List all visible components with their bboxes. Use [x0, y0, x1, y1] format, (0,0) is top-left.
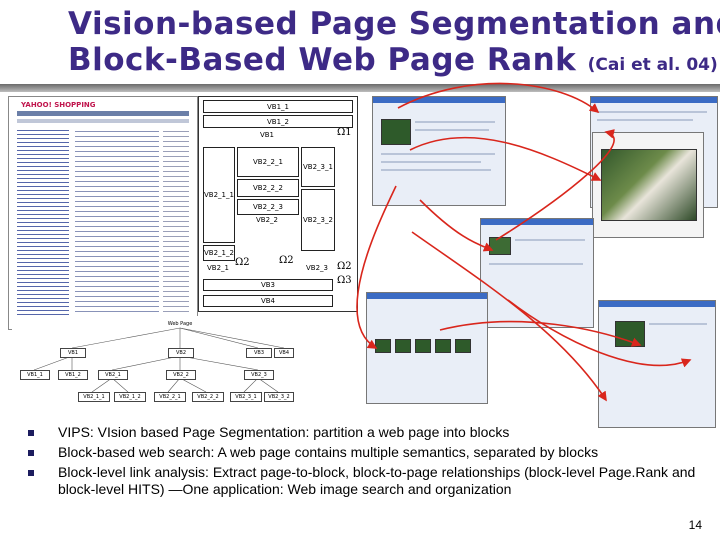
slide-title-line1: Vision-based Page Segmentation and: [68, 6, 720, 42]
thumb-image: [415, 339, 431, 353]
bullet-square-icon: [28, 470, 34, 476]
yahoo-center-column: [75, 127, 159, 325]
yahoo-logo: YAHOO! SHOPPING: [21, 101, 96, 109]
bullet-list: VIPS: VIsion based Page Segmentation: pa…: [28, 424, 708, 501]
tree-node-l1: VB1: [60, 348, 86, 358]
tree-node-l1: VB3: [246, 348, 272, 358]
bird-photo: [601, 149, 697, 221]
tree-node-l3: VB2_3_2: [264, 392, 294, 402]
bird-image: [381, 119, 411, 145]
browser-screenshot-5: [366, 292, 488, 404]
bullet-square-icon: [28, 430, 34, 436]
tree-node-l3: VB2_1_1: [78, 392, 110, 402]
browser-screenshot-1: [372, 96, 506, 206]
block-vb2-1-2: VB2_1_2: [203, 245, 235, 261]
bullet-text: VIPS: VIsion based Page Segmentation: pa…: [58, 424, 510, 440]
bird-image: [615, 321, 645, 347]
tree-edges: [33, 327, 285, 393]
block-vb3: VB3: [203, 279, 333, 291]
bullet-square-icon: [28, 450, 34, 456]
bullet-item: Block-level link analysis: Extract page-…: [28, 464, 708, 498]
yahoo-nav-bar: [17, 119, 189, 123]
block-vb4: VB4: [203, 295, 333, 307]
thumb-image: [455, 339, 471, 353]
block-vb2-1-1: VB2_1_1: [203, 147, 235, 243]
text-line: [415, 121, 495, 123]
tree-node-l2: VB2_2: [166, 370, 196, 380]
window-titlebar: [481, 219, 593, 225]
text-line: [381, 161, 481, 163]
window-titlebar: [367, 293, 487, 299]
thumb-image: [435, 339, 451, 353]
tree-node-l3: VB2_1_2: [114, 392, 146, 402]
tree-node-l1: VB2: [168, 348, 194, 358]
vips-content-tree: Web Page VB1 VB2 VB3 VB4 VB1_1 VB1_2 VB2…: [12, 316, 294, 408]
yahoo-page-thumbnail: YAHOO! SHOPPING: [8, 96, 198, 330]
tree-root: Web Page: [167, 321, 193, 327]
bullet-text: Block-based web search: A web page conta…: [58, 444, 599, 460]
slide-title-main: Block-Based Web Page Rank: [68, 42, 577, 78]
text-line: [597, 111, 707, 113]
block-vb2-2-2: VB2_2_2: [237, 179, 299, 197]
bullet-item: Block-based web search: A web page conta…: [28, 444, 708, 461]
page-number: 14: [688, 518, 702, 532]
block-vb2-2: VB2_2: [256, 216, 278, 224]
text-line: [415, 129, 489, 131]
tree-node-l2: VB2_3: [244, 370, 274, 380]
block-vb2-3-1: VB2_3_1: [301, 147, 335, 187]
block-vb1-2: VB1_2: [203, 115, 353, 128]
bullet-text: Block-level link analysis: Extract page-…: [58, 464, 696, 497]
bullet-item: VIPS: VIsion based Page Segmentation: pa…: [28, 424, 708, 441]
yahoo-left-column: [17, 127, 69, 325]
tree-node-l2: VB1_2: [58, 370, 88, 380]
yahoo-right-column: [163, 127, 189, 325]
window-titlebar: [599, 301, 715, 307]
omega-2a-label: Ω2: [235, 257, 250, 268]
browser-screenshot-4: [480, 218, 594, 328]
tree-node-l3: VB2_2_2: [192, 392, 224, 402]
omega-1-label: Ω1: [337, 127, 352, 138]
browser-screenshot-3: [592, 132, 704, 238]
vips-block-layout: VB1_1 VB1_2 VB1 Ω1 VB2_1_1 VB2_2_1 VB2_3…: [198, 96, 358, 312]
tree-node-l2: VB2_1: [98, 370, 128, 380]
tree-node-l2: VB1_1: [20, 370, 50, 380]
window-titlebar: [591, 97, 717, 103]
bird-image: [489, 237, 511, 255]
tree-node-l3: VB2_2_1: [154, 392, 186, 402]
tree-node-l1: VB4: [274, 348, 294, 358]
text-line: [381, 153, 495, 155]
text-line: [381, 169, 491, 171]
omega-2c-label: Ω2: [337, 261, 352, 272]
block-vb2-3-2: VB2_3_2: [301, 189, 335, 251]
yahoo-header-bar: [17, 111, 189, 116]
slide-title-citation: (Cai et al. 04): [587, 55, 718, 75]
block-vb2-2-3: VB2_2_3: [237, 199, 299, 215]
title-divider: [0, 84, 720, 92]
text-line: [515, 239, 585, 241]
thumb-image: [395, 339, 411, 353]
thumb-image: [375, 339, 391, 353]
block-vb2-2-1: VB2_2_1: [237, 147, 299, 177]
block-vb2-3: VB2_3: [306, 264, 328, 272]
tree-node-l3: VB2_3_1: [230, 392, 262, 402]
window-titlebar: [373, 97, 505, 103]
browser-screenshot-6: [598, 300, 716, 428]
text-line: [597, 119, 693, 121]
block-vb1: VB1: [259, 131, 275, 139]
block-vb1-1: VB1_1: [203, 100, 353, 113]
block-vb2-1: VB2_1: [207, 264, 229, 272]
text-line: [649, 323, 707, 325]
omega-2b-label: Ω2: [279, 255, 294, 266]
omega-3-label: Ω3: [337, 275, 352, 286]
slide-title-line2: Block-Based Web Page Rank (Cai et al. 04…: [68, 42, 720, 78]
text-line: [489, 263, 583, 265]
